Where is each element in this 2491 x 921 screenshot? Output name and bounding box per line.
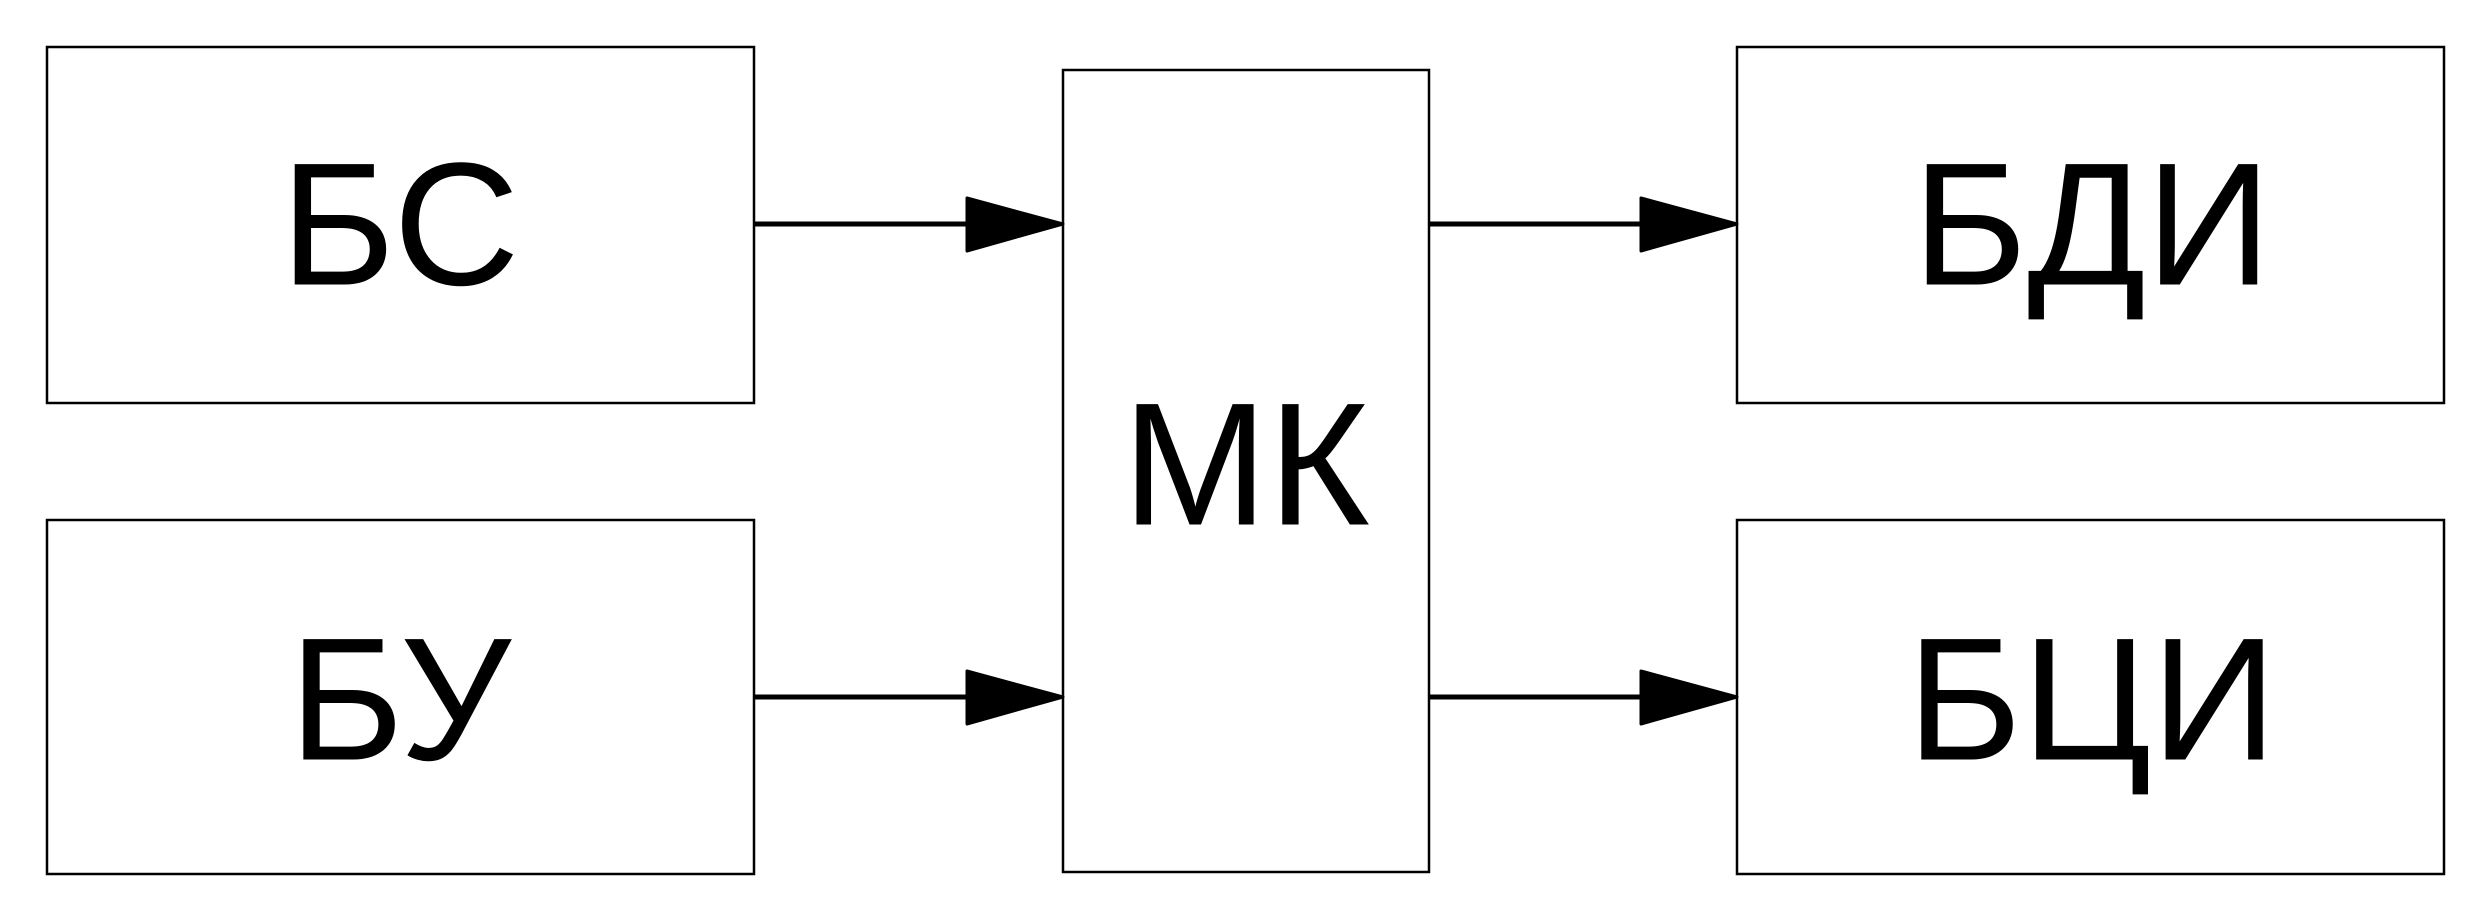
block-bci-box (1735, 518, 2446, 876)
arrow-mk-to-bdi (1429, 196, 1739, 253)
arrow-bs-to-mk (754, 196, 1065, 253)
block-bdi-box (1735, 45, 2446, 405)
arrow-mk-to-bdi-head (1639, 196, 1739, 253)
arrow-bu-to-mk (754, 669, 1065, 726)
block-mk-box (1061, 68, 1431, 874)
arrow-bu-to-mk-head (965, 669, 1065, 726)
arrow-bs-to-mk-head (965, 196, 1065, 253)
block-bdi: БДИ (1735, 45, 2446, 405)
block-mk: МК (1061, 68, 1431, 874)
block-mk-label: МК (1122, 368, 1370, 563)
block-bci: БЦИ (1735, 518, 2446, 876)
block-bs-box (45, 45, 756, 405)
block-bs-label: БС (280, 128, 519, 323)
block-bu: БУ (45, 518, 756, 876)
block-bci-label: БЦИ (1907, 603, 2277, 798)
arrow-mk-to-bci (1429, 669, 1739, 726)
arrow-mk-to-bci-head (1639, 669, 1739, 726)
block-bu-label: БУ (289, 603, 513, 798)
block-bu-box (45, 518, 756, 876)
block-bs: БС (45, 45, 756, 405)
block-bdi-label: БДИ (1912, 128, 2271, 323)
